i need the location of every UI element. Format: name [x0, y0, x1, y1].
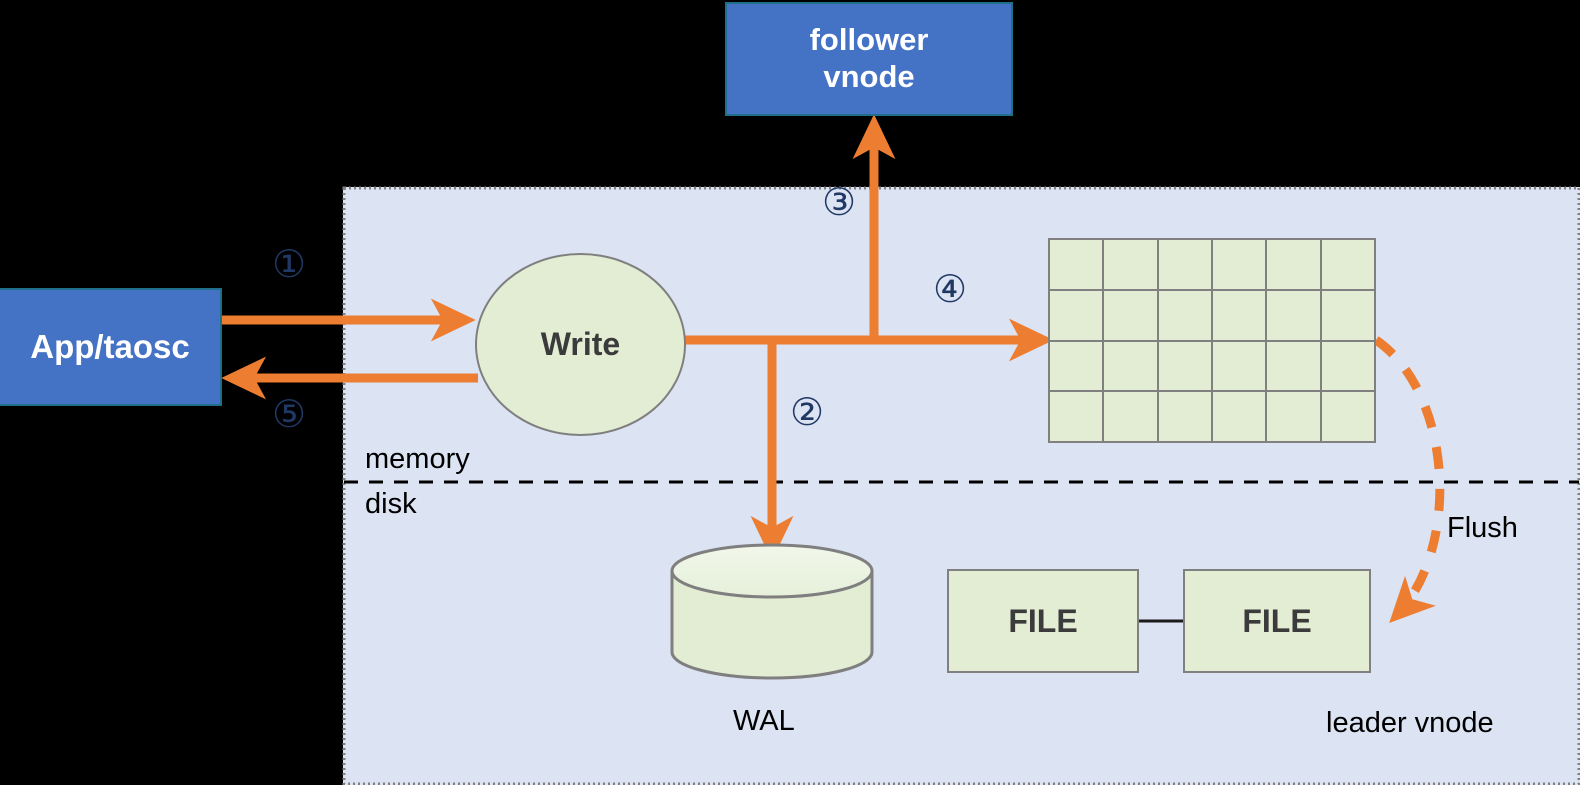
memtable-cell: [1050, 290, 1103, 340]
step-number-5: ⑤: [272, 392, 307, 436]
memtable-cell: [1158, 290, 1211, 340]
memtable-cell: [1321, 341, 1374, 391]
memtable-cell: [1321, 392, 1374, 441]
memtable-cell: [1158, 341, 1211, 391]
step-number-3: ③: [822, 180, 857, 224]
memtable-cell: [1104, 341, 1157, 391]
memtable-cell: [1267, 240, 1320, 289]
memtable-cell: [1050, 392, 1103, 441]
memtable-cell: [1321, 290, 1374, 340]
step-number-4: ④: [933, 267, 968, 311]
memtable-cell: [1212, 240, 1266, 289]
memtable-cell: [1158, 240, 1211, 289]
label-leader-vnode: leader vnode: [1326, 707, 1494, 739]
memtable-cell: [1267, 290, 1320, 340]
memtable-cell: [1321, 240, 1374, 289]
label-disk: disk: [365, 488, 417, 520]
memtable-cell: [1212, 341, 1266, 391]
label-wal: WAL: [733, 705, 795, 737]
memtable-cell: [1050, 341, 1103, 391]
memtable-cell: [1104, 392, 1157, 441]
memtable-cell: [1267, 392, 1320, 441]
memtable-cell: [1050, 240, 1103, 289]
memtable-cell: [1212, 290, 1266, 340]
step-number-1: ①: [272, 242, 307, 286]
memtable-cell: [1212, 392, 1266, 441]
memtable-cell: [1158, 392, 1211, 441]
memtable-cell: [1267, 341, 1320, 391]
step-number-2: ②: [790, 390, 825, 434]
wal-cylinder: [670, 543, 874, 680]
memtable-cell: [1104, 240, 1157, 289]
label-memory: memory: [365, 443, 470, 475]
node-memtable[interactable]: [1048, 238, 1376, 443]
memtable-cell: [1104, 290, 1157, 340]
label-flush: Flush: [1447, 512, 1518, 544]
arrow-flush: [1373, 336, 1445, 624]
